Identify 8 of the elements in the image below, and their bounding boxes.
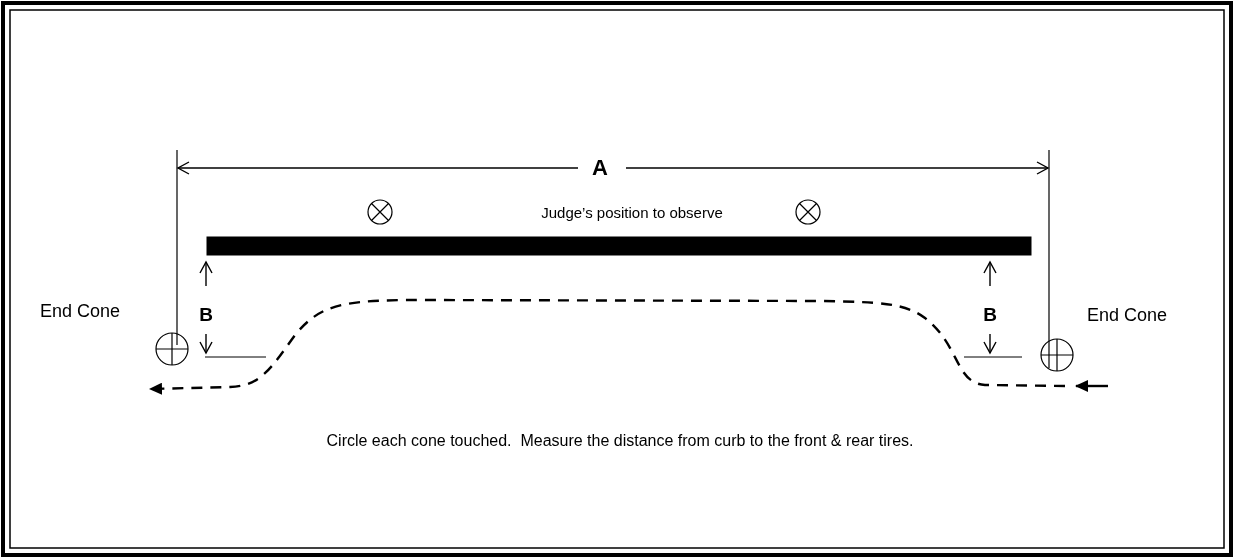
dimension-label: A [592,157,608,179]
curb-bar [206,236,1032,256]
cone-label: End Cone [1086,306,1168,324]
judge-position-label: Judge’s position to observe [541,204,723,220]
dimension-label: B [199,304,213,324]
caption: Circle each cone touched. Measure the distance from curb to the front & rear tires. [326,433,914,449]
cone-label: End Cone [39,302,121,320]
dimension-label: B [983,304,997,324]
